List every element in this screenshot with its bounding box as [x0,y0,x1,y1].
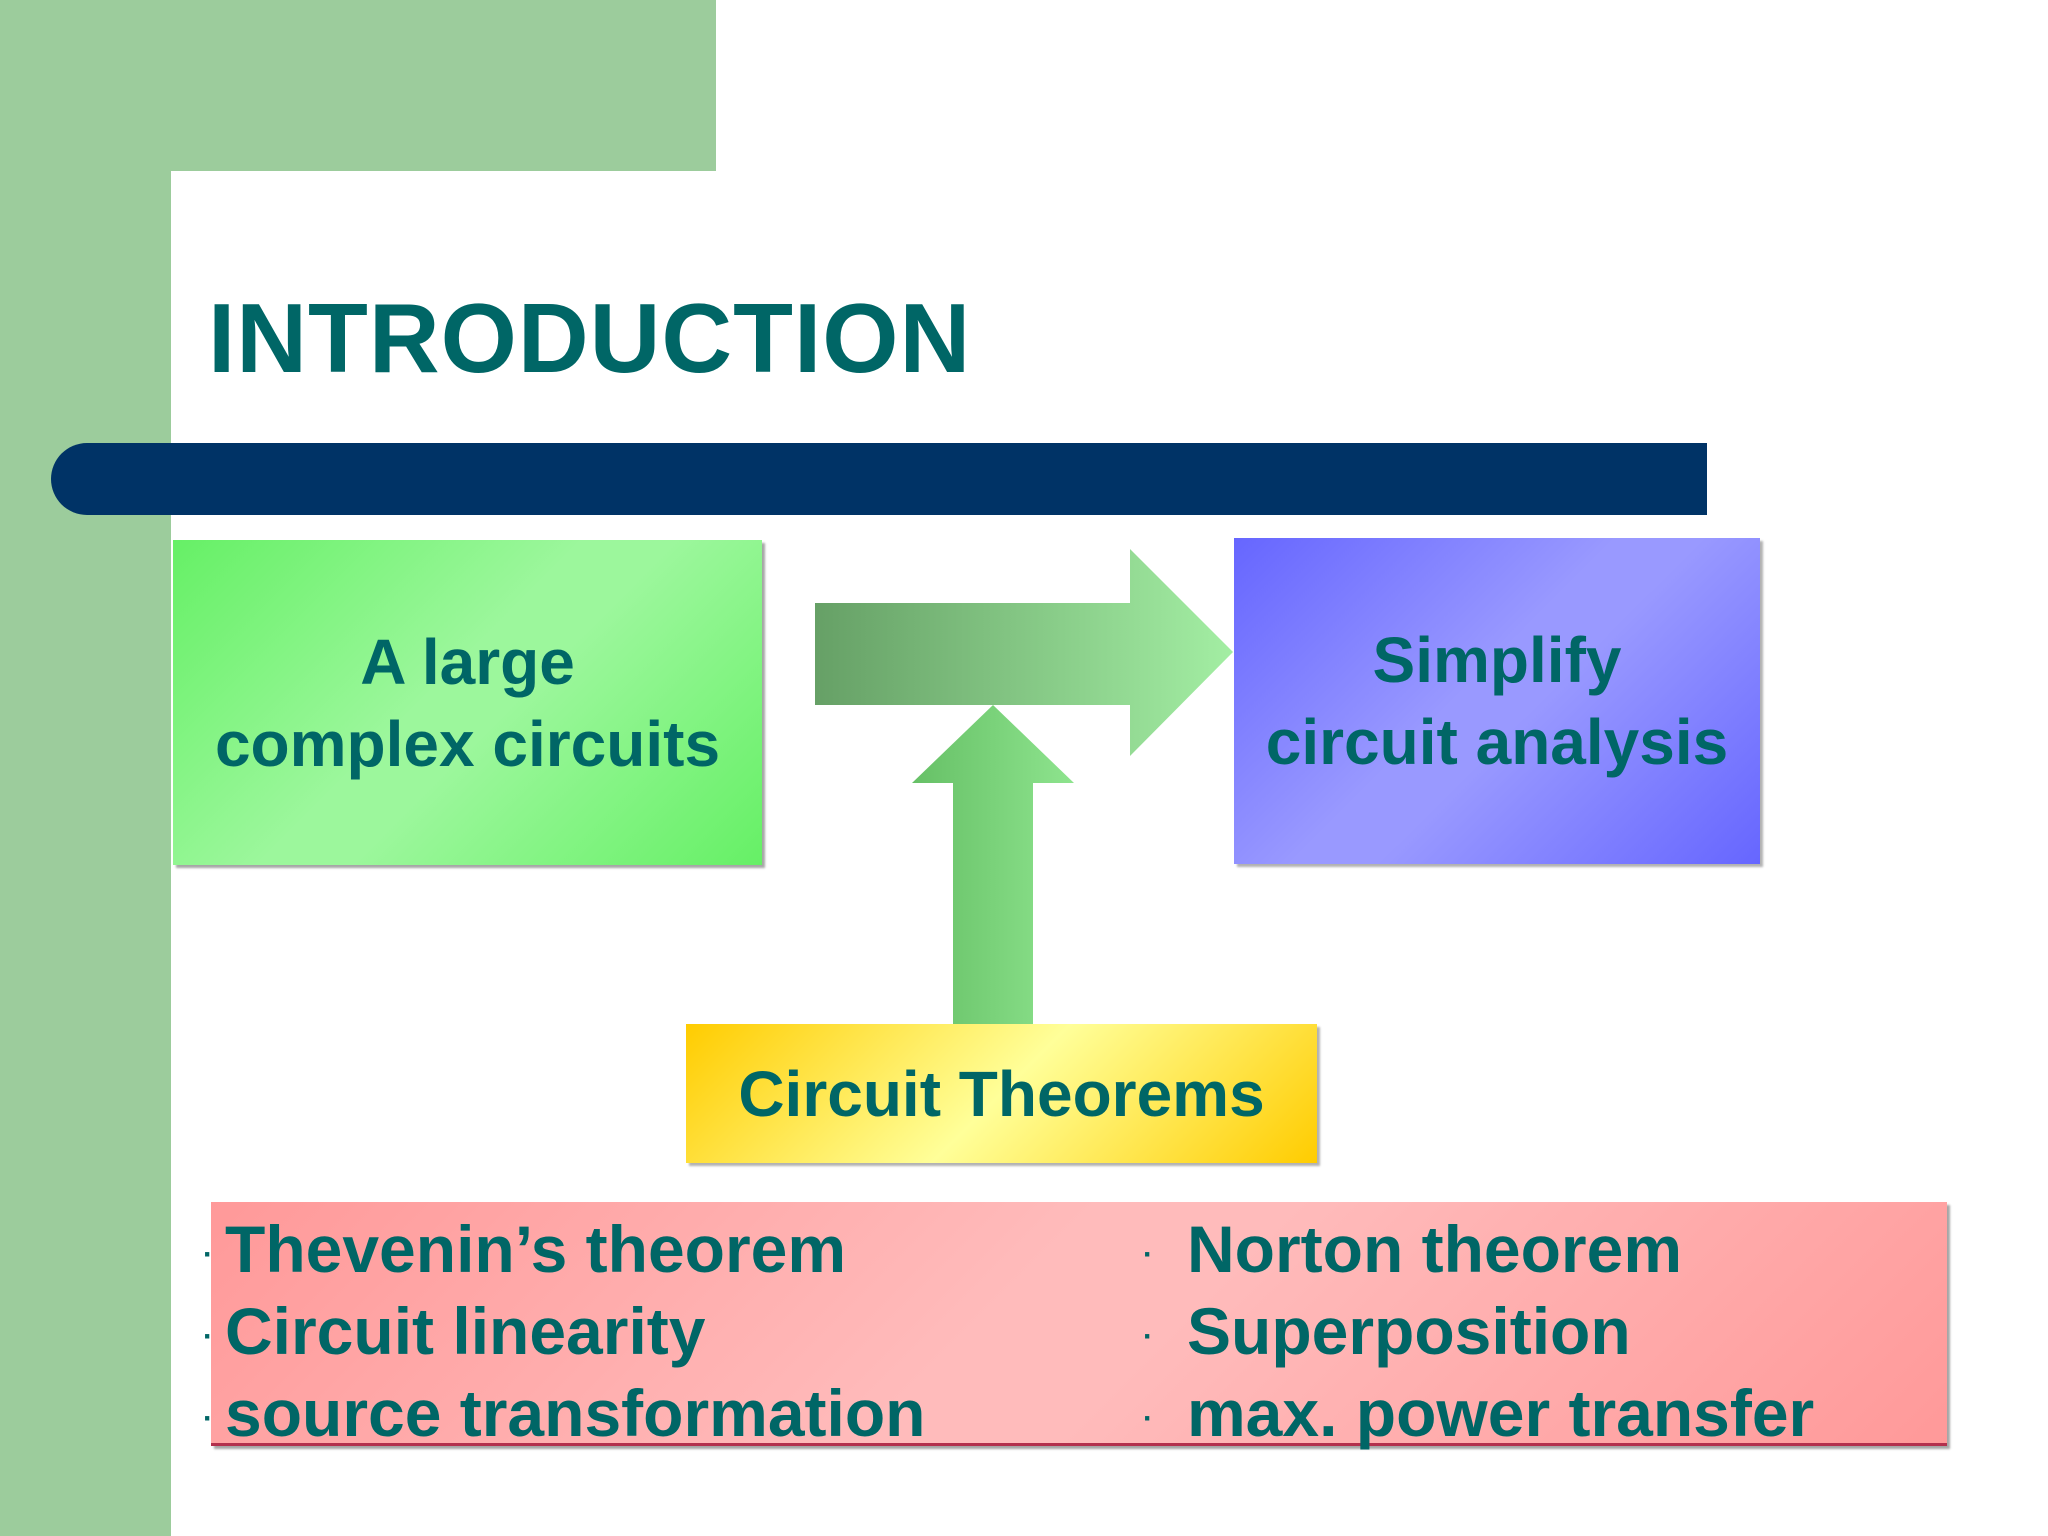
theorem-list-box [211,1202,1947,1446]
green-frame-left [0,0,171,1536]
list-item: ·Superposition [1143,1290,1814,1372]
complex-circuits-line2: complex circuits [214,707,721,780]
simplify-analysis-box: Simplify circuit analysis [1234,538,1760,864]
list-item: ·source transformation [203,1372,925,1454]
title-divider-bar [51,443,1707,515]
theorem-list-left: ·Thevenin’s theorem ·Circuit linearity ·… [203,1208,925,1454]
simplify-analysis-line1: Simplify [1372,624,1622,696]
theorem-list-right: ·Norton theorem ·Superposition ·max. pow… [1143,1208,1814,1454]
list-item: ·max. power transfer [1143,1372,1814,1454]
bullet-icon: · [203,1401,213,1435]
list-item: ·Norton theorem [1143,1208,1814,1290]
circuit-theorems-label: Circuit Theorems [738,1057,1265,1130]
simplify-analysis-line2: circuit analysis [1265,706,1729,778]
list-item: ·Circuit linearity [203,1290,925,1372]
bullet-icon: · [1143,1237,1153,1271]
bullet-icon: · [1143,1401,1153,1435]
complex-circuits-box: A large complex circuits [173,540,762,865]
circuit-theorems-box: Circuit Theorems [686,1024,1317,1163]
complex-circuits-line1: A large [360,625,575,698]
bullet-icon: · [1143,1319,1153,1353]
bullet-icon: · [203,1319,213,1353]
slide-title: INTRODUCTION [208,283,972,393]
bullet-icon: · [203,1237,213,1271]
up-arrow [912,705,1074,1024]
list-item: ·Thevenin’s theorem [203,1208,925,1290]
right-arrow [815,549,1233,756]
